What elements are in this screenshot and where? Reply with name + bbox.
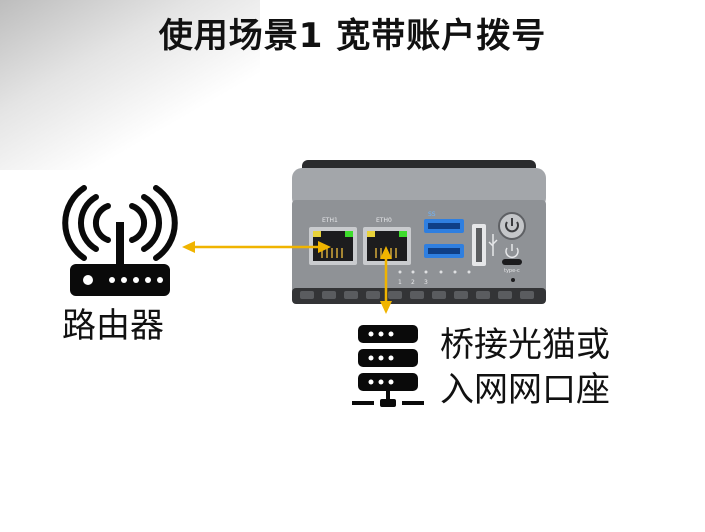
eth0-label: ETH0 [376, 217, 392, 224]
page-title: 使用场景1 宽带账户拨号 [158, 16, 547, 56]
eth1-label: ETH1 [322, 217, 338, 224]
led-number-1: 1 [398, 279, 402, 286]
typec-port [502, 259, 522, 265]
usb-ports [424, 219, 486, 266]
bridge-label-line1: 桥接光猫或 [440, 325, 610, 365]
usb-icon [488, 234, 498, 256]
arrow-eth0-bridge [380, 246, 392, 314]
router-label: 路由器 [62, 306, 164, 346]
led-number-2: 2 [411, 279, 415, 286]
mini-pc-device: ETH1 ETH0 SS type-c 1 2 3 [292, 160, 546, 304]
indicator-leds [398, 270, 471, 274]
arrow-router-eth1 [182, 241, 331, 253]
led-number-3: 3 [424, 279, 428, 286]
usb-label: SS [428, 211, 436, 218]
server-icon [352, 325, 424, 407]
typec-label: type-c [504, 268, 520, 274]
eth1-port [309, 227, 357, 265]
power-icon [498, 212, 526, 258]
router-icon [62, 185, 178, 296]
bridge-label-line2: 入网网口座 [440, 370, 610, 410]
